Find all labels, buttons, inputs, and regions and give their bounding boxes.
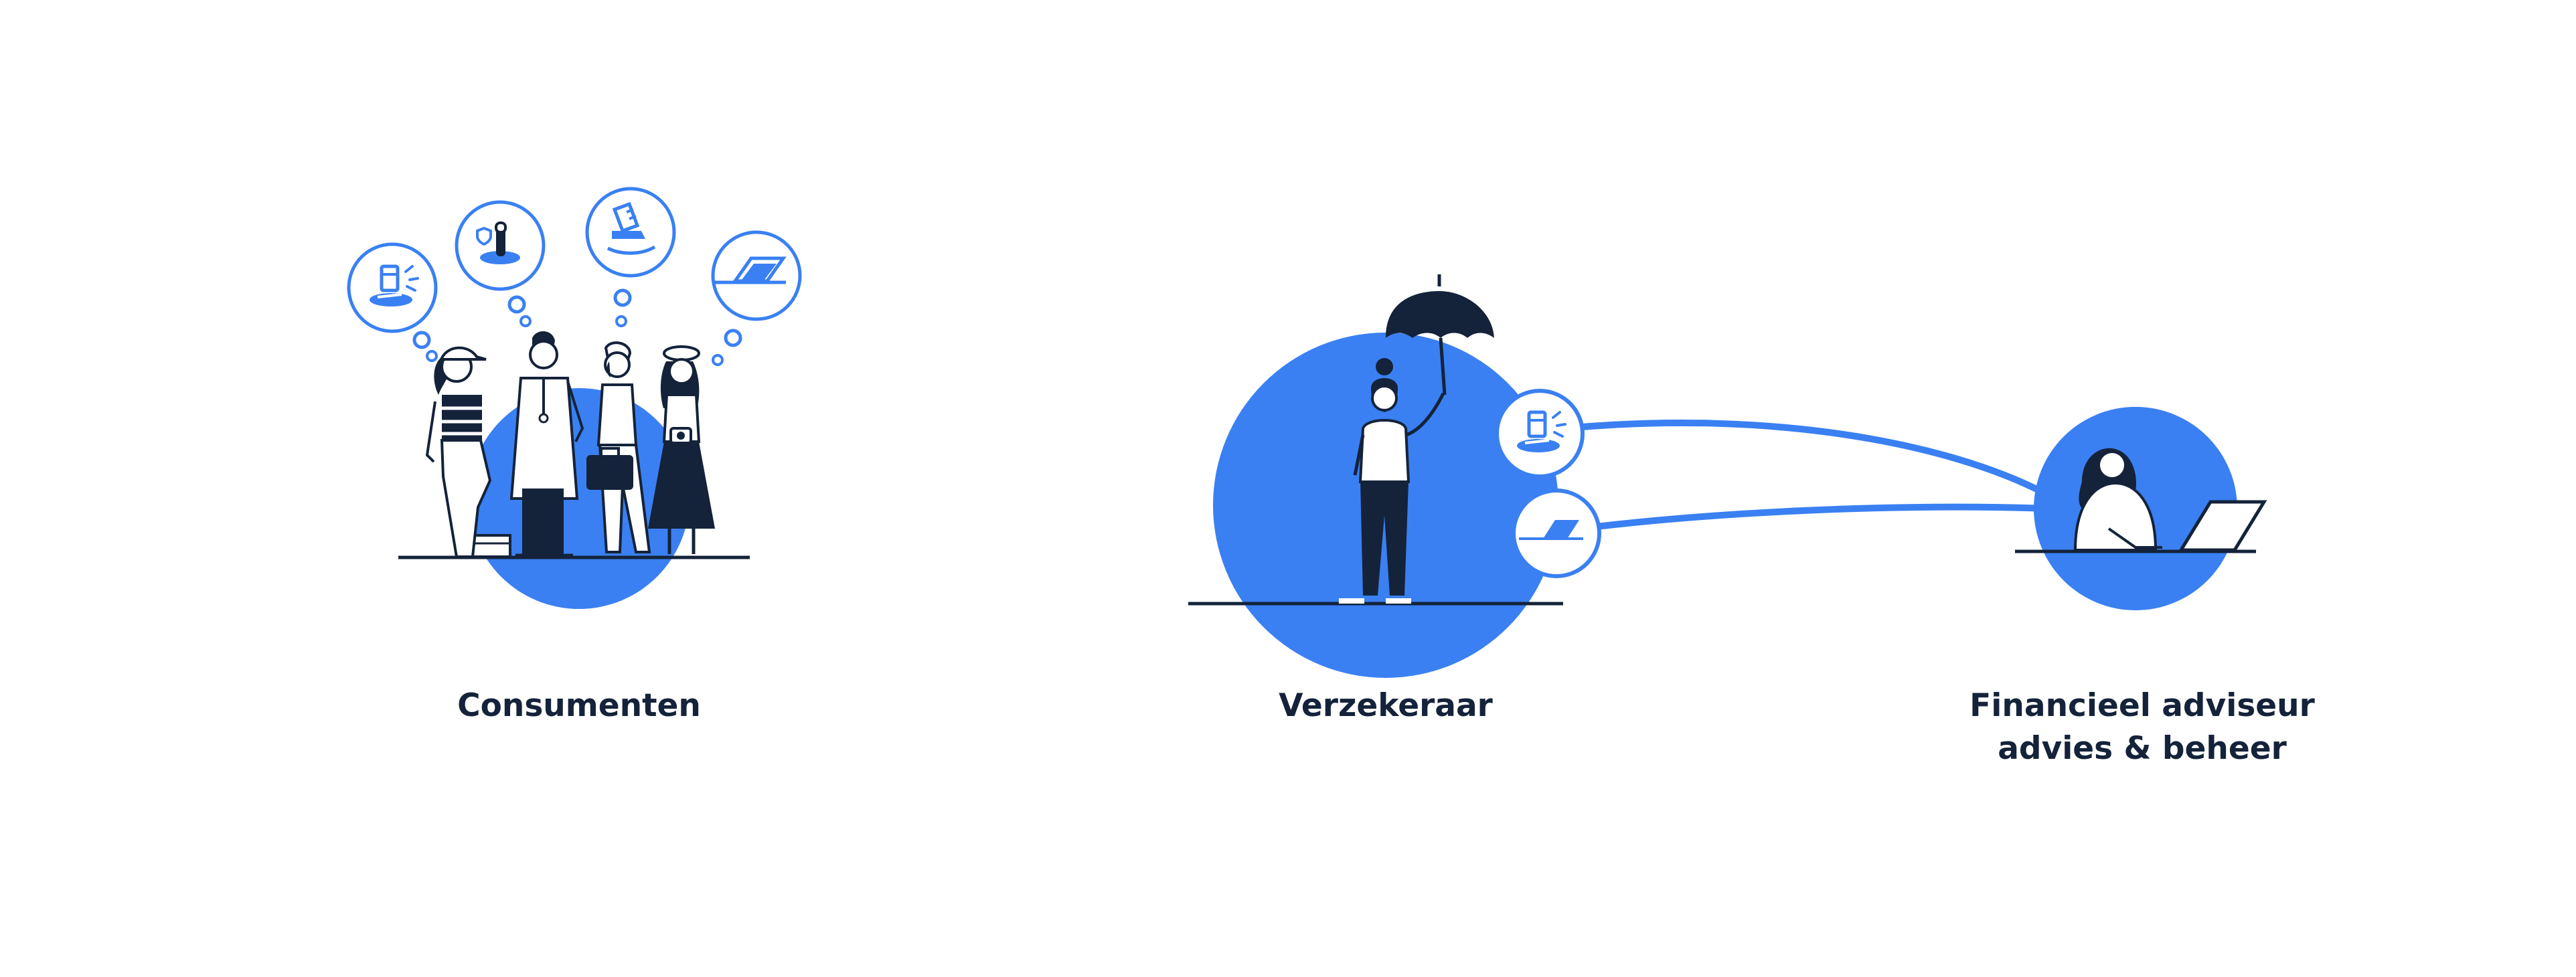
person-with-briefcase — [586, 341, 651, 553]
insurer-product-broken-leg — [1495, 389, 1585, 478]
label-verzekeraar: Verzekeraar — [1218, 685, 1553, 727]
thought-bubble-rocking-chair — [585, 187, 676, 327]
thought-bubble-broken-leg — [347, 242, 438, 362]
person-dress-camera — [648, 345, 715, 554]
label-adviseur-line2: advies & beheer — [1998, 730, 2287, 767]
label-adviseur-line1: Financieel adviseur — [1969, 687, 2315, 724]
laptop-icon — [2178, 500, 2267, 552]
label-verzekeraar-text: Verzekeraar — [1279, 687, 1493, 724]
thought-bubble-hydrant — [455, 200, 546, 327]
label-consumenten-text: Consumenten — [457, 687, 701, 724]
connector-line-upper — [1563, 420, 2052, 499]
person-long-coat — [509, 331, 584, 557]
insurer-product-laptop — [1512, 489, 1601, 578]
person-cap-striped-shirt — [425, 346, 511, 558]
label-consumenten: Consumenten — [412, 685, 746, 727]
insurer-illustration — [1188, 274, 1601, 678]
umbrella-icon — [1386, 274, 1494, 395]
insurer-person — [1339, 358, 1445, 604]
connector-line-lower — [1577, 503, 2052, 532]
advisor-person — [2073, 448, 2162, 551]
advisor-illustration — [2015, 407, 2267, 610]
thought-bubble-laptop — [711, 230, 802, 366]
consumers-illustration — [347, 187, 802, 609]
label-adviseur: Financieel adviseur advies & beheer — [1941, 685, 2343, 770]
